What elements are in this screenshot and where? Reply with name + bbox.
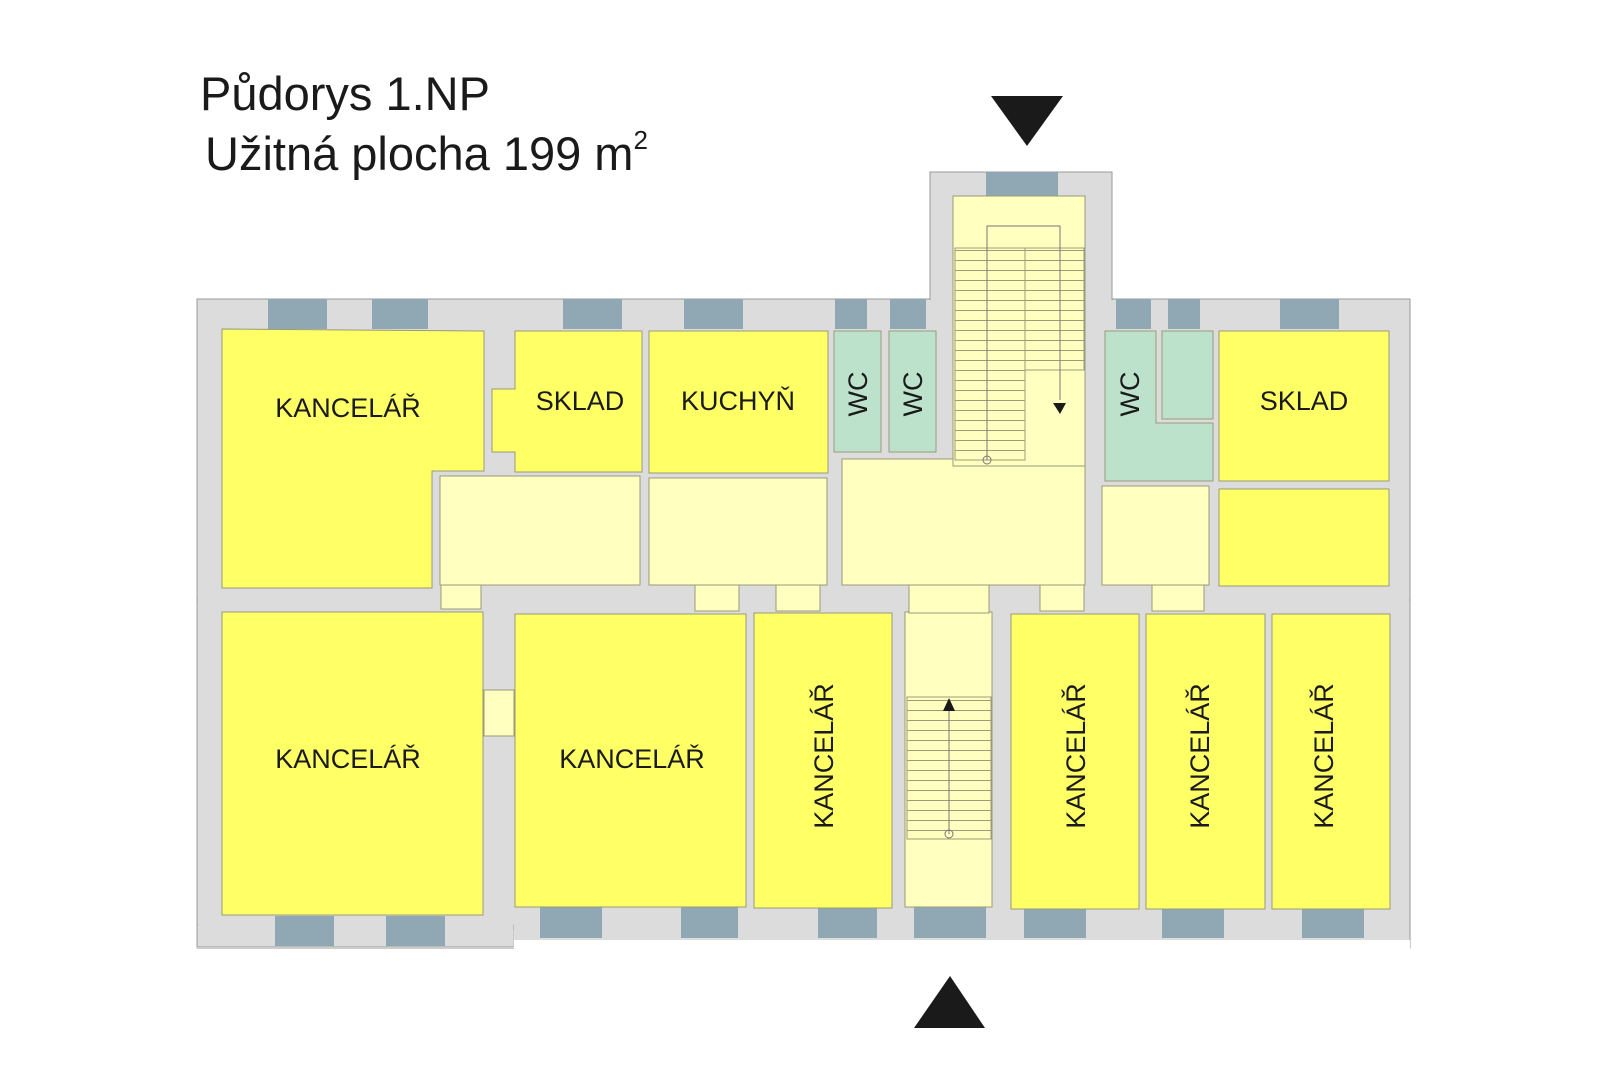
lower-stairs (906, 696, 992, 840)
room-hall-right (1218, 488, 1390, 587)
label-kitchen: KUCHYŇ (681, 385, 795, 416)
doorway (694, 584, 740, 612)
label-storage: SKLAD (1260, 386, 1349, 416)
window (835, 299, 867, 329)
doorway (775, 584, 821, 612)
window (540, 906, 602, 938)
entrance-arrow-down-icon (991, 96, 1063, 146)
usable-area-label: Užitná plocha 199 m (205, 127, 634, 180)
wall-lower-mask (514, 940, 1410, 950)
stair-start-marker (982, 455, 992, 465)
stair-direction-down-icon (1053, 403, 1066, 414)
window (1162, 906, 1224, 938)
room-wc-2 (888, 330, 937, 453)
label-wc: WC (1115, 372, 1145, 417)
window (890, 299, 926, 329)
upper-stairs (954, 225, 1085, 465)
window (563, 299, 622, 329)
room-office-top-left (221, 328, 485, 589)
room-wc-3 (1104, 330, 1214, 482)
room-office-narrow-4 (1271, 613, 1391, 910)
window (1280, 299, 1339, 329)
window (386, 916, 445, 946)
rooms (221, 328, 1391, 916)
window (1302, 906, 1364, 938)
room-office-bottom-mid (514, 613, 747, 908)
stair-walk-line (986, 225, 1061, 460)
label-wc: WC (843, 372, 873, 417)
room-storage-left (491, 330, 643, 473)
entrance-arrow-up-icon (914, 976, 985, 1028)
usable-area-exponent: 2 (633, 125, 648, 156)
window (986, 172, 1058, 196)
label-office: KANCELÁŘ (1308, 683, 1339, 829)
window (372, 299, 428, 329)
window (681, 906, 738, 938)
stair-start-marker (944, 829, 954, 839)
corridor-right (1101, 485, 1210, 586)
room-labels: KANCELÁŘ SKLAD KUCHYŇ WC WC WC SKLAD KAN… (275, 372, 1348, 829)
window (1168, 299, 1200, 329)
room-office-narrow-2 (1010, 613, 1140, 910)
doorway (483, 689, 515, 737)
room-storage-right (1218, 330, 1390, 482)
doorway (1039, 584, 1085, 612)
doorway (440, 584, 482, 610)
plan-title: Půdorys 1.NP (200, 67, 490, 120)
wall-lower-left-fill (198, 924, 513, 946)
usable-area: Užitná plocha 199 m2 (205, 127, 648, 180)
stair-flight-left (954, 247, 1026, 461)
label-office: KANCELÁŘ (275, 743, 421, 774)
label-office: KANCELÁŘ (1184, 683, 1215, 829)
doorway (908, 584, 990, 614)
stair-flight-right (1024, 247, 1085, 371)
window (818, 906, 877, 938)
room-office-bottom-left (221, 611, 484, 916)
window (1024, 906, 1086, 938)
label-office: KANCELÁŘ (559, 743, 705, 774)
window (1116, 299, 1151, 329)
label-wc: WC (898, 372, 928, 417)
corridor-left (439, 475, 641, 586)
room-wc-anteroom (1161, 330, 1214, 420)
window (268, 299, 327, 329)
stair-direction-up-icon (943, 698, 955, 711)
main-hall (841, 458, 1086, 586)
room-kitchen (648, 330, 829, 474)
window (914, 906, 986, 938)
window (684, 299, 743, 329)
window (275, 916, 334, 946)
windows (268, 172, 1364, 946)
label-storage: SKLAD (536, 386, 625, 416)
doorway (1151, 584, 1205, 612)
room-office-narrow-3 (1145, 613, 1266, 910)
label-office: KANCELÁŘ (808, 683, 839, 829)
room-wc-1 (833, 330, 882, 453)
corridor-mid (648, 477, 828, 586)
label-office: KANCELÁŘ (275, 392, 421, 423)
room-office-narrow-1 (753, 612, 893, 909)
label-office: KANCELÁŘ (1060, 683, 1091, 829)
